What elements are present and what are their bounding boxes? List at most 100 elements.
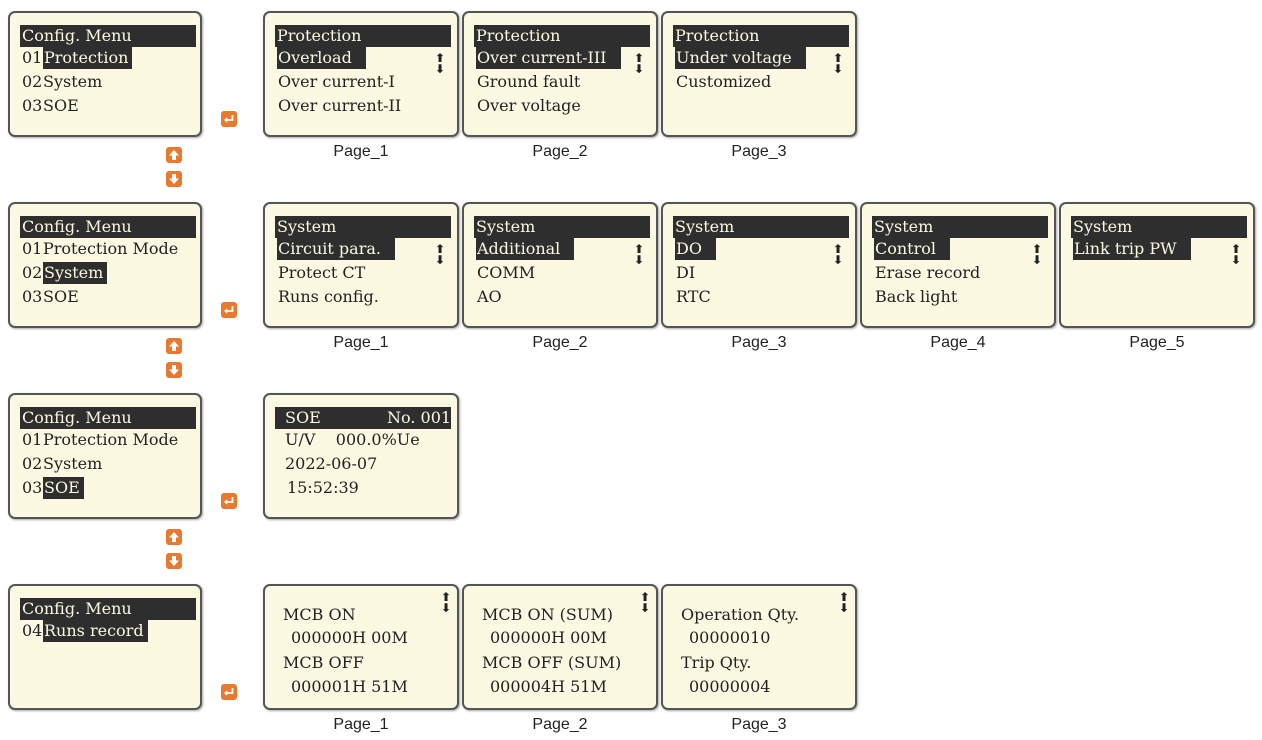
page-caption: Page_4 — [930, 334, 986, 351]
page-item-label: Over current-III — [476, 47, 621, 69]
menu-item-number: 02 — [22, 454, 43, 473]
menu-item-number: 01 — [22, 48, 43, 67]
menu-item-label: Runs record — [43, 620, 148, 642]
page-item-label: Ground fault — [477, 72, 581, 91]
page-item-label: Additional — [476, 238, 575, 260]
page-item-label: Over current-I — [278, 72, 395, 91]
record-label: MCB OFF (SUM) — [482, 653, 622, 672]
menu-item-label: SOE — [43, 477, 84, 499]
page-item-label: DI — [676, 263, 696, 282]
page-caption: Page_3 — [731, 716, 787, 733]
down-button[interactable] — [166, 362, 182, 378]
up-button[interactable] — [166, 529, 182, 545]
page-caption: Page_3 — [731, 143, 787, 160]
page-item-label: AO — [477, 287, 502, 306]
menu-title: Config. Menu — [20, 407, 196, 429]
menu-item-label: System — [43, 454, 103, 473]
scroll-arrows-icon: ⬆⬇ — [633, 242, 645, 267]
page-caption: Page_2 — [532, 143, 588, 160]
page-caption: Page_1 — [333, 334, 389, 351]
scroll-arrows-icon: ⬆⬇ — [434, 51, 446, 76]
record-value: 00000010 — [689, 628, 771, 647]
menu-title: Config. Menu — [20, 25, 196, 47]
up-button[interactable] — [166, 147, 182, 163]
menu-item-number: 03 — [22, 96, 43, 115]
menu-item-number: 01 — [22, 239, 43, 258]
menu-item-label: SOE — [43, 96, 79, 115]
page-item-label: RTC — [676, 287, 711, 306]
soe-event-value: U/V 000.0%Ue — [285, 430, 420, 449]
record-label: Trip Qty. — [681, 653, 752, 672]
enter-button[interactable] — [221, 684, 237, 700]
page-item-label: Overload — [277, 47, 366, 69]
menu-title: Config. Menu — [20, 216, 196, 238]
page-item-label: Under voltage — [675, 47, 806, 69]
record-label: MCB ON — [283, 605, 356, 624]
page-caption: Page_5 — [1129, 334, 1185, 351]
page-item-label: Over current-II — [278, 96, 402, 115]
page-title: System — [275, 216, 451, 238]
record-value: 00000004 — [689, 677, 771, 696]
page-caption: Page_2 — [532, 334, 588, 351]
page-title: System — [1071, 216, 1247, 238]
menu-item-number: 02 — [22, 263, 43, 282]
page-item-label: Link trip PW — [1073, 238, 1191, 260]
record-label: Operation Qty. — [681, 605, 800, 624]
page-item-label: Circuit para. — [277, 238, 395, 260]
page-title: System — [872, 216, 1048, 238]
scroll-arrows-icon: ⬆⬇ — [434, 242, 446, 267]
scroll-arrows-icon: ⬆⬇ — [633, 51, 645, 76]
page-caption: Page_2 — [532, 716, 588, 733]
scroll-arrows-icon: ⬆⬇ — [832, 242, 844, 267]
scroll-arrows-icon: ⬆⬇ — [838, 590, 850, 615]
record-label: MCB OFF — [283, 653, 364, 672]
page-item-label: Back light — [875, 287, 958, 306]
page-title: System — [474, 216, 650, 238]
menu-title: Config. Menu — [20, 598, 196, 620]
menu-item-label: Protection — [43, 47, 133, 69]
scroll-arrows-icon: ⬆⬇ — [1031, 242, 1043, 267]
down-button[interactable] — [166, 171, 182, 187]
menu-item-number: 03 — [22, 287, 43, 306]
menu-item-label: System — [43, 72, 103, 91]
enter-button[interactable] — [221, 302, 237, 318]
soe-time: 15:52:39 — [287, 478, 359, 497]
menu-item-number: 02 — [22, 72, 43, 91]
record-value: 000000H 00M — [490, 628, 607, 647]
soe-title: SOE — [285, 408, 321, 427]
record-label: MCB ON (SUM) — [482, 605, 613, 624]
menu-item-number: 03 — [22, 478, 43, 497]
page-item-label: Protect CT — [278, 263, 366, 282]
page-title: System — [673, 216, 849, 238]
enter-button[interactable] — [221, 111, 237, 127]
menu-item-label: Protection Mode — [43, 239, 179, 258]
page-caption: Page_1 — [333, 716, 389, 733]
page-caption: Page_1 — [333, 143, 389, 160]
up-button[interactable] — [166, 338, 182, 354]
page-title: Protection — [474, 25, 650, 47]
soe-record-number: No. 001 — [387, 408, 452, 427]
scroll-arrows-icon: ⬆⬇ — [440, 590, 452, 615]
soe-date: 2022-06-07 — [285, 454, 378, 473]
enter-button[interactable] — [221, 493, 237, 509]
menu-item-number: 04 — [22, 621, 43, 640]
menu-item-label: SOE — [43, 287, 79, 306]
scroll-arrows-icon: ⬆⬇ — [832, 51, 844, 76]
down-button[interactable] — [166, 553, 182, 569]
page-item-label: DO — [675, 238, 716, 260]
page-item-label: Erase record — [875, 263, 981, 282]
